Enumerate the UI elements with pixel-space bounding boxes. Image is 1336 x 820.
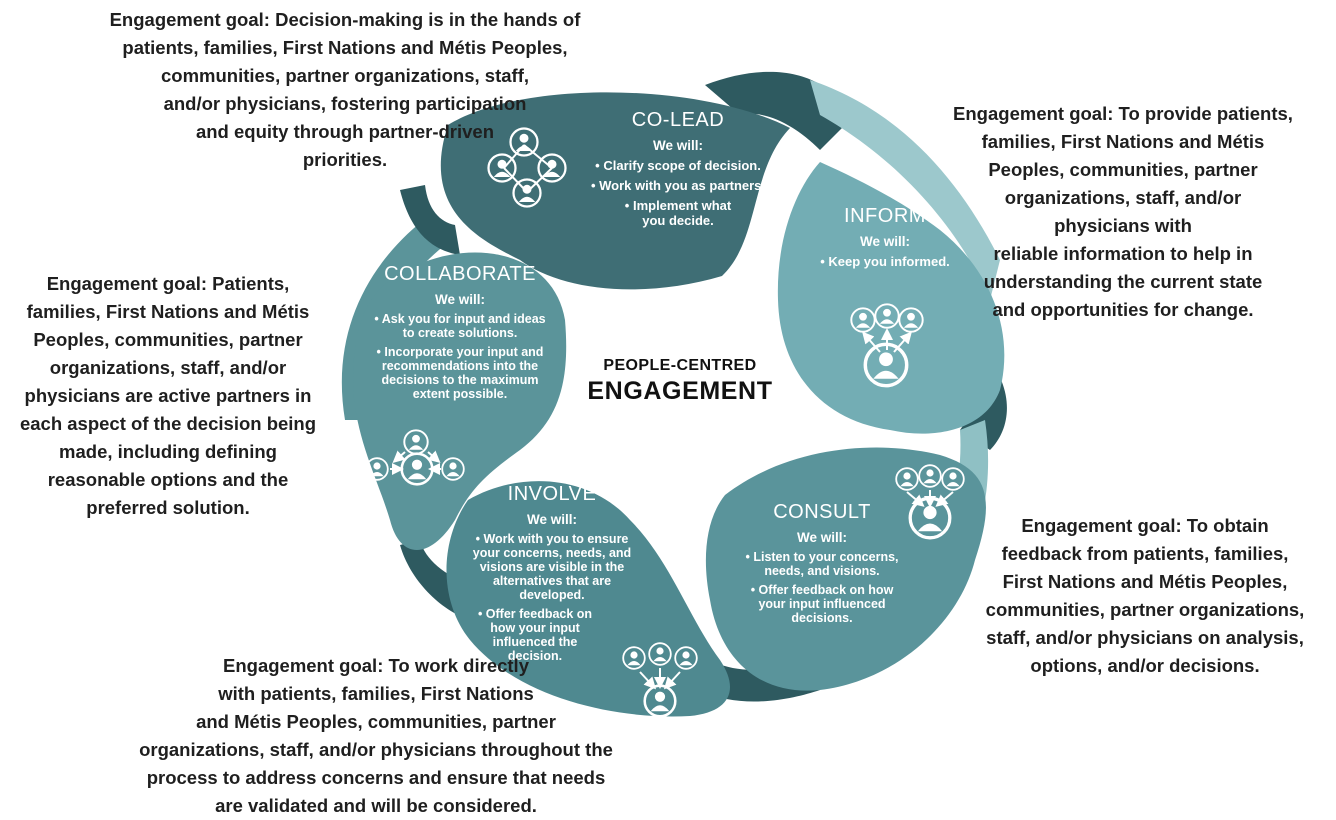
co-lead-bullet: • Implement what you decide. [624, 198, 732, 228]
consult-bullet: • Listen to your concerns, needs, and vi… [745, 550, 899, 578]
band-inform-outer [810, 80, 1000, 300]
collaborate-people-icon [365, 429, 465, 486]
involve-bullet: • Offer feedback on how your input influ… [477, 607, 593, 663]
consult-will: We will: [796, 530, 847, 545]
involve-title: INVOLVE [507, 483, 597, 505]
collaborate-title: COLLABORATE [384, 263, 536, 285]
inform-title: INFORM [844, 205, 926, 227]
collaborate-petal [353, 252, 567, 550]
inform-goal: Engagement goal: To provide patients, fa… [953, 103, 1293, 320]
inform-bullet: • Keep you informed. [820, 254, 950, 269]
inform-petal [777, 162, 1005, 434]
involve-bullet: • Work with you to ensure your concerns,… [472, 532, 632, 602]
inform-people-icon [850, 303, 924, 388]
collaborate-will: We will: [434, 292, 485, 307]
consult-petal [705, 447, 986, 691]
involve-will: We will: [526, 512, 577, 527]
collaborate-bullet: • Incorporate your input and recommendat… [376, 345, 544, 401]
consult-title: CONSULT [773, 501, 871, 523]
collaborate-goal: Engagement goal: Patients, families, Fir… [19, 273, 317, 518]
co-lead-goal: Engagement goal: Decision-making is in t… [109, 9, 581, 170]
consult-bullet: • Offer feedback on how your input influ… [750, 583, 894, 625]
co-lead-petal [440, 92, 790, 290]
involve-goal: Engagement goal: To work directly with p… [139, 655, 613, 816]
center-label: PEOPLE-CENTRED ENGAGEMENT [560, 356, 800, 406]
people-network-icon [487, 127, 567, 208]
consult-goal: Engagement goal: To obtain feedback from… [985, 515, 1305, 676]
center-label-line1: PEOPLE-CENTRED [603, 357, 757, 374]
inform-text: INFORM We will: • Keep you informed. [790, 204, 980, 274]
collaborate-text: COLLABORATE We will: • Ask you for input… [355, 262, 565, 406]
involve-text: INVOLVE We will: • Work with you to ensu… [452, 482, 652, 668]
consult-people-icon [895, 464, 965, 540]
involve-people-icon [622, 642, 698, 718]
band-colead-collab [400, 185, 460, 255]
collaborate-bullet: • Ask you for input and ideas to create … [374, 312, 546, 340]
center-label-line2: ENGAGEMENT [587, 377, 773, 405]
inform-will: We will: [859, 234, 910, 249]
consult-text: CONSULT We will: • Listen to your concer… [722, 500, 922, 630]
co-lead-bullet: • Work with you as partners. [590, 178, 766, 193]
co-lead-title: CO-LEAD [631, 109, 725, 131]
co-lead-text: CO-LEAD We will: • Clarify scope of deci… [568, 108, 788, 233]
co-lead-will: We will: [652, 138, 703, 153]
co-lead-bullet: • Clarify scope of decision. [595, 158, 761, 173]
